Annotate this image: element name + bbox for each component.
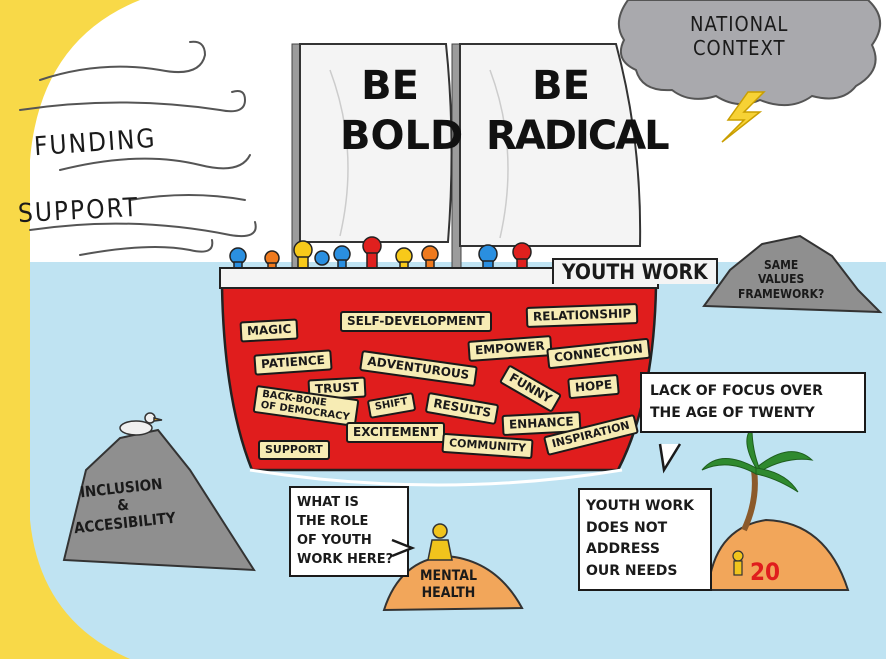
bubble-needs-line4: OUR NEEDS [586, 563, 678, 580]
sail-right-shape [459, 43, 642, 247]
bubble-role-line2: THE ROLE [297, 513, 369, 529]
cloud-label-line2: CONTEXT [692, 36, 786, 60]
person-palm [732, 550, 744, 576]
sail-right-line2: RADICAL [486, 113, 670, 159]
word-excitement: EXCITEMENT [346, 422, 446, 443]
boat-name: YOUTH WORK [552, 258, 718, 284]
bubble-needs: YOUTH WORK DOES NOT ADDRESS OUR NEEDS [578, 488, 712, 591]
bubble-role-question: WHAT IS THE ROLE OF YOUTH WORK HERE? [289, 486, 409, 578]
palm-island-number: 20 [750, 558, 781, 586]
palm-trunk [741, 469, 758, 532]
bubble-role-line3: OF YOUTH [297, 532, 372, 548]
bubble-role-line1: WHAT IS [297, 495, 359, 510]
word-support: SUPPORT [258, 440, 330, 460]
bubble-role-line4: WORK HERE? [297, 551, 394, 567]
rock-right-line3: FRAMEWORK? [738, 286, 825, 301]
person-sitting [427, 523, 453, 561]
rock-right-line1: SAME [763, 258, 799, 272]
bubble-lack-of-focus: LACK OF FOCUS OVER THE AGE OF TWENTY [640, 372, 866, 433]
palm-island [706, 518, 850, 591]
rock-right-line2: VALUES [757, 272, 805, 287]
word-hope: HOPE [567, 373, 621, 400]
word-relationship: RELATIONSHIP [525, 303, 639, 328]
yellow-border [0, 0, 140, 659]
seagull [119, 412, 163, 436]
word-self-development: SELF-DEVELOPMENT [340, 311, 492, 332]
sand-island-label: MENTAL HEALTH [420, 568, 477, 602]
sail-right-text: BE RADICAL [486, 63, 670, 159]
bubble-needs-line3: ADDRESS [586, 541, 660, 558]
bubble-focus-line1: LACK OF FOCUS OVER [650, 383, 823, 399]
sail-left-line2: BOLD [340, 113, 464, 159]
wind-lines [19, 40, 257, 256]
bubble-needs-line1: YOUTH WORK [586, 498, 695, 514]
lightning-bolt [721, 91, 766, 143]
wind-label-support: SUPPORT [17, 192, 140, 230]
bubble-needs-line2: DOES NOT [586, 519, 668, 536]
rock-right-label: SAME VALUES FRAMEWORK? [738, 258, 824, 301]
palm-leaves [701, 426, 814, 493]
sail-right-line1: BE [532, 63, 590, 109]
rock-right [702, 234, 883, 314]
rock-left-label: INCLUSION & ACCESIBILITY [70, 475, 177, 537]
bubble-focus-line2: THE AGE OF TWENTY [650, 405, 815, 422]
word-magic: MAGIC [239, 318, 299, 343]
sail-left-text: BE BOLD [340, 63, 464, 159]
cloud-label: NATIONAL CONTEXT [690, 12, 788, 60]
sail-left-line1: BE [361, 63, 419, 109]
rock-left [62, 428, 256, 572]
sand-island-line2: HEALTH [421, 584, 476, 601]
sand-island-line1: MENTAL [420, 568, 477, 584]
cloud-label-line1: NATIONAL [690, 12, 789, 36]
